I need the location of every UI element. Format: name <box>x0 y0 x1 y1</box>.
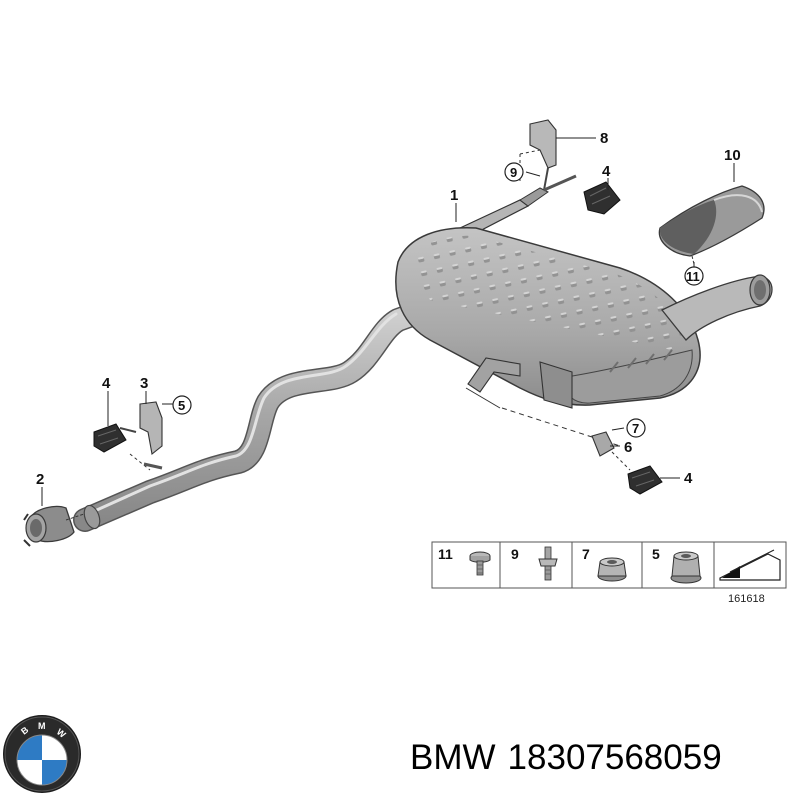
callout-2: 2 <box>36 471 44 488</box>
callout-8: 8 <box>600 130 608 147</box>
leader-lines <box>41 137 735 506</box>
stud-bolt-icon <box>538 546 558 581</box>
legend-num-9: 9 <box>511 546 519 562</box>
callout-4-right: 4 <box>684 470 693 487</box>
legend-num-11: 11 <box>438 546 453 562</box>
callouts: 1 2 3 4 4 4 6 8 10 5 9 11 7 <box>36 130 741 488</box>
brand-label: BMW <box>410 738 496 777</box>
pipe-clamp <box>23 505 85 547</box>
callout-11: 11 <box>686 269 700 284</box>
flange-screw-icon <box>469 551 491 576</box>
callout-6: 6 <box>624 439 632 456</box>
callout-1: 1 <box>450 187 458 204</box>
rubber-mount-left <box>93 423 127 453</box>
tailpipe-trim <box>658 185 765 265</box>
left-hanger-assembly <box>93 401 163 471</box>
pipe-inlet <box>83 504 101 530</box>
fastener-legend: 11 9 7 5 <box>431 541 787 605</box>
part-number: 18307568059 <box>507 738 722 777</box>
upper-hanger-assembly <box>519 119 621 215</box>
rubber-mount-upper <box>583 181 621 215</box>
callout-3: 3 <box>140 375 148 392</box>
collar-nut-icon <box>670 551 702 584</box>
callout-10: 10 <box>724 147 741 164</box>
right-hanger-assembly <box>465 387 663 495</box>
exhaust-pipe <box>73 300 432 532</box>
callout-7: 7 <box>632 421 639 436</box>
part-caption: BMW 18307568059 <box>410 734 795 782</box>
legend-num-5: 5 <box>652 546 660 562</box>
callout-4-left: 4 <box>102 375 111 392</box>
callout-4-upper: 4 <box>602 163 611 180</box>
cut-wedge-icon <box>719 549 781 581</box>
bmw-logo: B M W <box>3 715 81 793</box>
callout-9: 9 <box>510 165 517 180</box>
callout-5: 5 <box>178 398 185 413</box>
svg-text:B: B <box>19 724 31 736</box>
diagram-id: 161618 <box>728 593 765 605</box>
legend-num-7: 7 <box>582 546 590 562</box>
rear-muffler <box>395 187 773 409</box>
hex-nut-icon <box>597 557 627 582</box>
svg-text:M: M <box>38 721 46 731</box>
rubber-mount-right <box>627 465 663 495</box>
